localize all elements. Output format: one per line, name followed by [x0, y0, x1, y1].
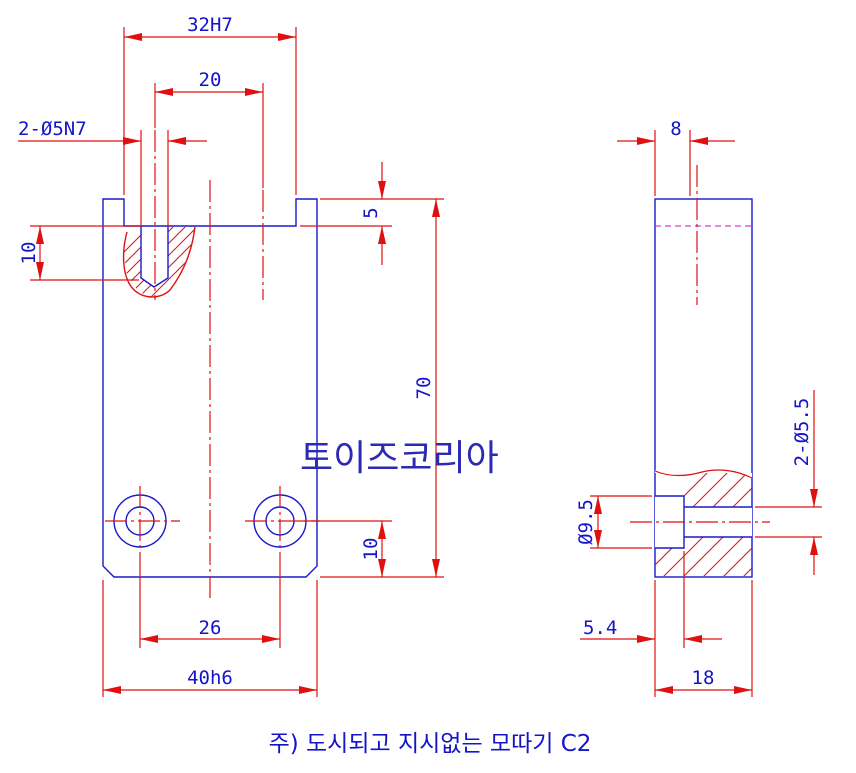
- side-outline: [654, 198, 753, 578]
- dim-hole-depth-label: 10: [18, 242, 40, 265]
- front-outline: [102, 198, 318, 578]
- dim-height: 70: [320, 199, 444, 578]
- dim-slot-width: 32H7: [123, 14, 297, 195]
- dim-counterbore-depth-label: 5.4: [583, 617, 617, 639]
- dim-counterbore-dia-label: Ø9.5: [575, 499, 597, 545]
- dim-bottom-hole-offset: 10: [300, 520, 392, 577]
- dim-width: 40h6: [102, 580, 318, 697]
- dim-height-label: 70: [413, 377, 435, 400]
- dim-slot-width-label: 32H7: [187, 14, 233, 36]
- dim-bottom-hole-offset-label: 10: [360, 538, 382, 561]
- dim-bottom-hole-spacing-label: 26: [199, 617, 222, 639]
- dim-pin-holes-label: 2-Ø5N7: [18, 118, 87, 140]
- dim-bottom-hole-spacing: 26: [139, 556, 281, 648]
- dim-thickness: 8: [617, 118, 735, 196]
- dim-hole-depth: 10: [18, 225, 139, 281]
- side-break-line: [654, 469, 753, 479]
- dim-depth-label: 18: [692, 667, 715, 689]
- side-section-hatch: [655, 473, 752, 576]
- chamfer-note: 주) 도시되고 지시없는 모따기 C2: [269, 731, 592, 757]
- dim-slot-depth-label: 5: [360, 207, 382, 218]
- dim-thickness-label: 8: [670, 118, 681, 140]
- watermark-text: 토이즈코리아: [300, 438, 499, 479]
- side-view: 8 2-Ø5.5 Ø9.5 5.4: [575, 118, 822, 697]
- dim-hole-spacing-top: 20: [154, 69, 264, 188]
- dim-through-holes: 2-Ø5.5: [755, 390, 822, 575]
- dim-counterbore-dia: Ø9.5: [575, 495, 652, 549]
- break-line: [122, 226, 196, 298]
- bottom-hole-left: [105, 486, 180, 556]
- dim-through-holes-label: 2-Ø5.5: [791, 398, 813, 467]
- dim-slot-depth: 5: [300, 162, 444, 265]
- dim-hole-spacing-top-label: 20: [199, 69, 222, 91]
- dim-width-label: 40h6: [187, 667, 233, 689]
- front-view: 32H7 20 2-Ø5N7 5: [18, 14, 444, 697]
- pin-hole: [140, 227, 169, 288]
- dim-counterbore-depth: 5.4: [580, 551, 722, 648]
- dim-pin-holes: 2-Ø5N7: [18, 118, 207, 227]
- dim-depth: 18: [654, 580, 753, 697]
